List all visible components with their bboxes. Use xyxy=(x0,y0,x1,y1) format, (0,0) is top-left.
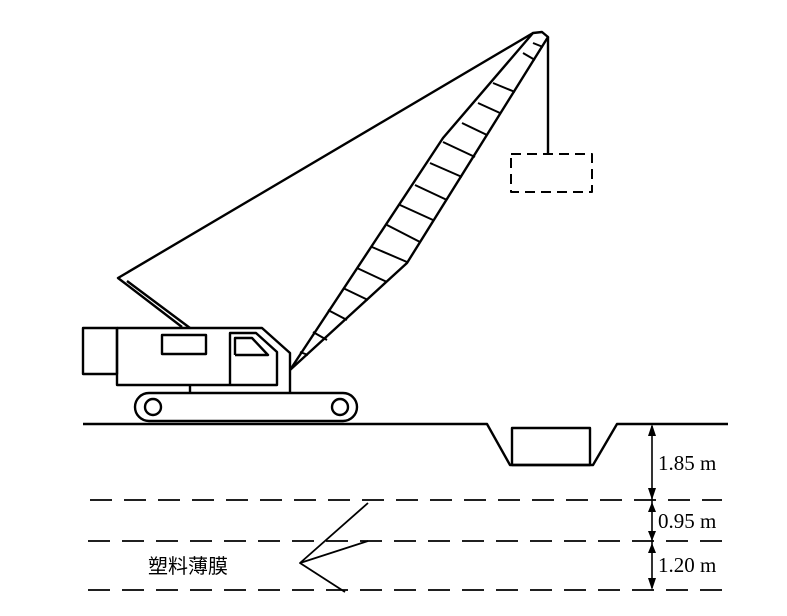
track-wheel xyxy=(143,397,163,417)
trench-block xyxy=(510,426,592,467)
dimension-label-3: 1.20 m xyxy=(658,553,717,577)
crane xyxy=(81,30,593,423)
film-leader-line xyxy=(299,562,346,593)
side-window xyxy=(160,333,208,356)
boom-lattice xyxy=(299,42,544,356)
suspended-load xyxy=(510,153,593,193)
soil-layer-lines xyxy=(88,499,727,591)
plastic-film-label: 塑料薄膜 xyxy=(148,554,228,578)
cab-window xyxy=(233,336,270,357)
ground-line xyxy=(83,422,728,467)
counterweight xyxy=(81,326,119,376)
dimension-label-2: 0.95 m xyxy=(658,509,717,533)
boom xyxy=(288,30,550,371)
cab-door xyxy=(228,331,279,387)
crawler-track xyxy=(133,391,359,423)
dimension-arrows xyxy=(648,424,656,590)
cab-body xyxy=(117,326,292,392)
dimension-label-1: 1.85 m xyxy=(658,451,717,475)
film-leader-lines xyxy=(299,502,369,564)
track-wheel xyxy=(330,397,350,417)
backstay-cable xyxy=(116,31,534,328)
